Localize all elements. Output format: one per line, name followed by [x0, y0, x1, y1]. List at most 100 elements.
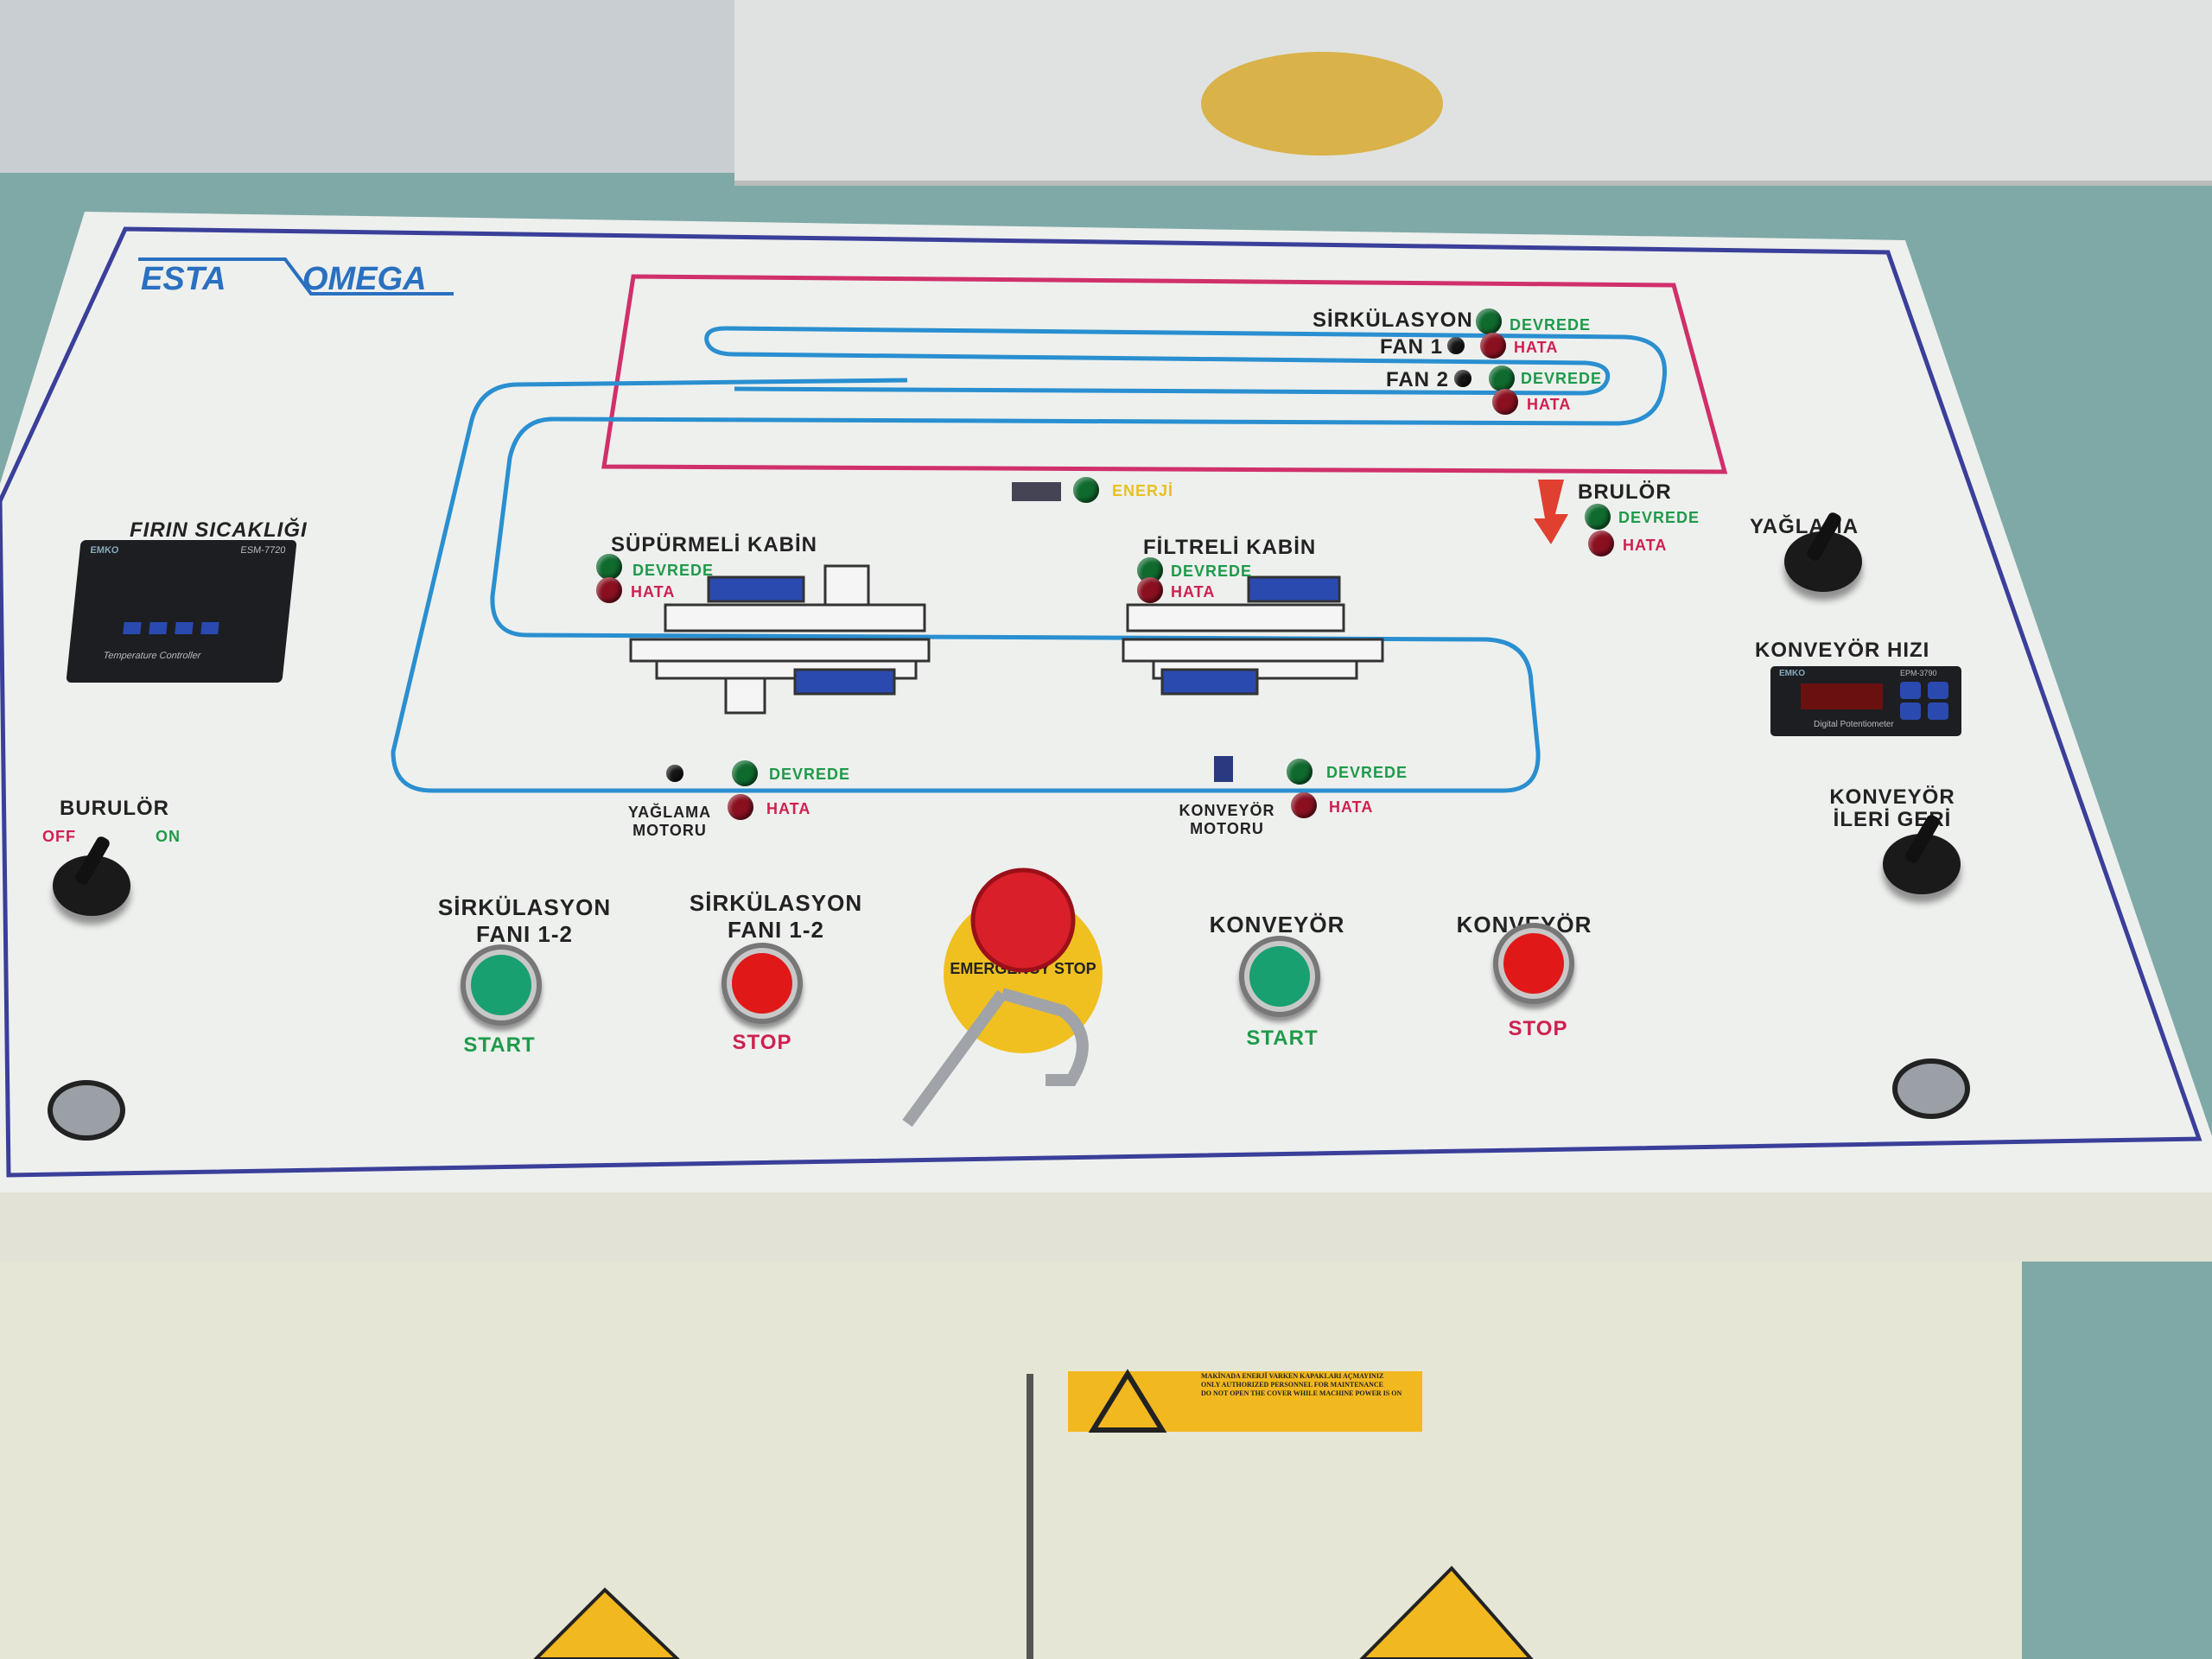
burner-fault-label: HATA — [1623, 537, 1668, 554]
emergency-stop-button — [970, 868, 1076, 973]
energy-symbol — [1012, 482, 1061, 501]
hazard-triangle-right — [1359, 1566, 1534, 1659]
circulation-start-button[interactable] — [461, 944, 542, 1026]
burner-on-label: DEVREDE — [1618, 509, 1700, 526]
circulation-start-line2: FANI 1-2 — [475, 921, 574, 947]
hazard-triangle-left — [533, 1587, 680, 1659]
potentiometer-model: EPM-3790 — [1900, 669, 1937, 677]
circulation-box — [601, 274, 1728, 474]
fan2-on-lamp — [1489, 365, 1515, 391]
burner-switch-on: ON — [156, 828, 181, 845]
circulation-stop-action: STOP — [732, 1031, 792, 1054]
controller-key[interactable] — [200, 622, 219, 634]
conveyor-stop-button[interactable] — [1493, 923, 1574, 1004]
energy-lamp — [1073, 477, 1099, 503]
fan2-label: FAN 2 — [1386, 368, 1450, 391]
down-key[interactable] — [1900, 702, 1921, 720]
controller-subtitle: Temperature Controller — [102, 651, 201, 661]
lube-motor-label-1: YAĞLAMA — [627, 804, 712, 821]
controller-key[interactable] — [175, 622, 194, 634]
conveyor-direction-switch[interactable] — [1883, 834, 1961, 894]
power-key[interactable] — [1928, 682, 1948, 699]
cabinet-door-split — [1027, 1374, 1033, 1659]
controller-brand: EMKO — [89, 545, 120, 556]
cable-coil — [1201, 52, 1443, 156]
fan1-fault-label: HATA — [1514, 339, 1559, 356]
sweep-cabin-on-label: DEVREDE — [632, 562, 715, 579]
conveyor-motor-icon — [1214, 756, 1233, 782]
burner-icon — [1534, 480, 1568, 544]
circulation-start-action: START — [463, 1033, 536, 1057]
panel-lock-left[interactable] — [48, 1080, 125, 1141]
warning-sticker — [1068, 1371, 1422, 1432]
burner-switch-off: OFF — [42, 828, 76, 845]
circulation-stop-button[interactable] — [721, 943, 803, 1024]
panel-edge — [0, 1192, 2212, 1262]
circulation-start-line1: SİRKÜLASYON — [437, 894, 612, 920]
conveyor-stop-action: STOP — [1508, 1017, 1568, 1040]
warning-line2: ONLY AUTHORIZED PERSONNEL FOR MAINTENANC… — [1201, 1381, 1383, 1389]
sweep-cabin-title: SÜPÜRMELİ KABİN — [611, 533, 818, 556]
digital-potentiometer: EMKO EPM-3790 Digital Potentiometer — [1770, 666, 1961, 736]
logo-mark: ESTA — [141, 261, 226, 297]
lube-motor-label-2: MOTORU — [632, 822, 707, 839]
sweep-cabin-on-lamp — [596, 554, 622, 580]
conveyor-motor-on-lamp — [1287, 759, 1313, 785]
lube-motor-on-label: DEVREDE — [769, 766, 851, 783]
conveyor-motor-label-2: MOTORU — [1190, 820, 1264, 837]
fan2-fault-lamp — [1492, 389, 1518, 415]
burner-fault-lamp — [1588, 531, 1614, 556]
lube-motor-on-lamp — [732, 760, 758, 786]
lube-motor-fault-lamp — [728, 794, 753, 820]
warning-text: MAKİNADA ENERJİ VARKEN KAPAKLARI AÇMAYIN… — [1201, 1372, 1421, 1398]
oven-temp-title: FIRIN SICAKLIĞI — [130, 518, 308, 542]
lubrication-selector-switch[interactable] — [1784, 531, 1862, 592]
circulation-stop-line2: FANI 1-2 — [727, 917, 825, 943]
up-key[interactable] — [1900, 682, 1921, 699]
burner-title: BRULÖR — [1578, 480, 1672, 504]
burner-switch-title: BURULÖR — [60, 797, 169, 820]
conveyor-start-button[interactable] — [1239, 936, 1320, 1017]
lube-motor-fault-label: HATA — [766, 800, 811, 817]
temperature-controller: EMKO ESM-7720 Temperature Controller — [66, 540, 297, 683]
warning-line1: MAKİNADA ENERJİ VARKEN KAPAKLARI AÇMAYIN… — [1201, 1372, 1384, 1380]
conveyor-motor-fault-label: HATA — [1329, 798, 1374, 816]
filter-cabin-title: FİLTRELİ KABİN — [1143, 536, 1317, 559]
sweep-cabin-fault-label: HATA — [631, 583, 676, 601]
sweep-cabin-drawing — [629, 564, 931, 715]
panel-lock-right[interactable] — [1892, 1058, 1970, 1119]
conveyor-motor-label-1: KONVEYÖR — [1179, 802, 1275, 819]
conveyor-motor-fault-lamp — [1291, 792, 1317, 818]
controller-key[interactable] — [123, 622, 142, 634]
sweep-cabin-fault-lamp — [596, 577, 622, 603]
set-key[interactable] — [1928, 702, 1948, 720]
circulation-on-lamp — [1476, 308, 1502, 334]
circulation-on-label: DEVREDE — [1510, 316, 1592, 334]
shelf — [734, 0, 2212, 186]
fan1-fault-lamp — [1480, 333, 1506, 359]
conveyor-speed-title: KONVEYÖR HIZI — [1755, 639, 1930, 662]
circulation-title: SİRKÜLASYON — [1313, 308, 1473, 332]
conveyor-start-label: KONVEYÖR — [1209, 912, 1345, 938]
burner-selector-switch[interactable] — [53, 855, 130, 916]
potentiometer-subtitle: Digital Potentiometer — [1814, 720, 1894, 729]
controller-model: ESM-7720 — [239, 545, 287, 556]
filter-cabin-drawing — [1122, 575, 1384, 696]
key-icon — [902, 988, 1089, 1128]
cabinet — [0, 1192, 2022, 1659]
fan2-indicator — [1454, 370, 1471, 387]
filter-cabin-fault-label: HATA — [1171, 583, 1216, 601]
fan2-on-label: DEVREDE — [1521, 370, 1603, 387]
energy-label: ENERJİ — [1112, 482, 1174, 499]
panel-border — [0, 226, 2202, 1178]
warning-icon — [1088, 1369, 1167, 1433]
filter-cabin-fault-lamp — [1137, 577, 1163, 603]
controller-key[interactable] — [149, 622, 168, 634]
potentiometer-brand: EMKO — [1779, 669, 1805, 678]
potentiometer-display — [1801, 683, 1883, 709]
